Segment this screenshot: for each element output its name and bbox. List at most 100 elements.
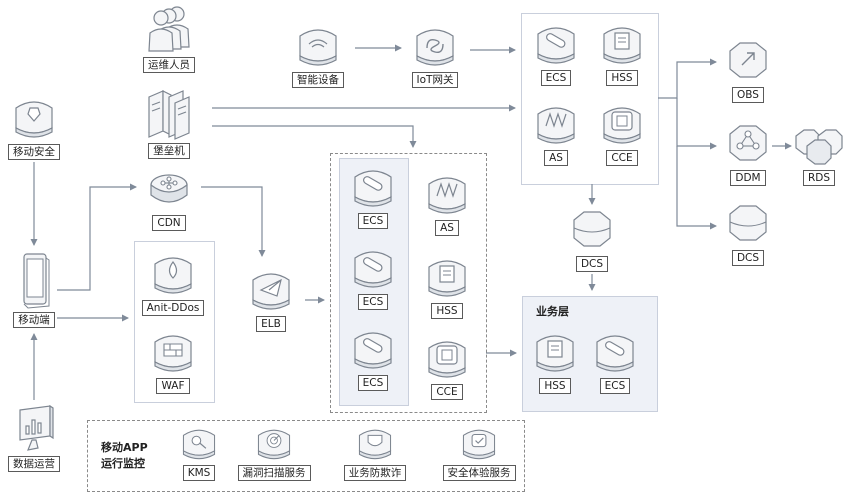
edge-cluster-to-obs <box>658 58 717 99</box>
mobile-terminal-label: 移动端 <box>13 312 55 328</box>
vuln-scan-label: 漏洞扫描服务 <box>237 465 311 481</box>
security-test-label: 安全体验服务 <box>442 465 516 481</box>
biz-ecs-node[interactable]: ECS <box>580 328 650 394</box>
vulnerability-scan-radar-icon <box>257 429 291 460</box>
anti-fraud-node[interactable]: 业务防欺诈 <box>340 425 410 481</box>
ecs-server-icon <box>354 332 392 369</box>
top-cce-label: CCE <box>606 150 638 166</box>
kms-node[interactable]: KMS <box>164 425 234 481</box>
kms-label: KMS <box>182 465 216 481</box>
ops-staff-label: 运维人员 <box>143 57 195 73</box>
key-management-icon <box>182 429 216 460</box>
top-hss-label: HSS <box>606 70 638 86</box>
cache-service-icon <box>573 211 611 247</box>
cdn-network-icon <box>150 174 188 203</box>
dcs-right-node[interactable]: DCS <box>713 200 783 266</box>
data-ops-node[interactable]: 数据运营 <box>0 402 69 472</box>
mobile-security-shield-icon <box>15 101 53 138</box>
mobile-terminal-node[interactable]: 移动端 <box>0 250 69 328</box>
smart-device-label: 智能设备 <box>292 72 344 88</box>
mobile-security-label: 移动安全 <box>8 144 60 160</box>
users-icon <box>148 6 190 52</box>
mid-ecs-2-node[interactable]: ECS <box>338 244 408 310</box>
top-cce-node[interactable]: CCE <box>587 100 657 166</box>
auto-scaling-icon <box>428 177 466 214</box>
waf-firewall-icon <box>154 335 192 372</box>
load-balancer-icon <box>252 273 290 310</box>
top-ecs-label: ECS <box>540 70 572 86</box>
host-security-icon <box>603 27 641 64</box>
host-security-icon <box>428 260 466 297</box>
cdn-node[interactable]: CDN <box>134 165 204 231</box>
edge-bastion-to-server-group <box>212 125 417 148</box>
data-ops-label: 数据运营 <box>8 456 60 472</box>
vuln-scan-node[interactable]: 漏洞扫描服务 <box>237 425 311 481</box>
bastion-label: 堡垒机 <box>148 143 190 159</box>
security-test-icon <box>462 429 496 460</box>
dcs-center-node[interactable]: DCS <box>557 206 627 272</box>
ops-staff-node[interactable]: 运维人员 <box>134 3 204 73</box>
mid-as-label: AS <box>435 220 459 236</box>
mid-cce-label: CCE <box>431 384 463 400</box>
ecs-server-icon <box>354 170 392 207</box>
mid-cce-node[interactable]: CCE <box>412 334 482 400</box>
app-monitor-dashed-group <box>87 420 525 492</box>
mid-ecs-2-label: ECS <box>357 294 389 310</box>
edge-cdn-to-elb <box>201 186 266 257</box>
mid-as-node[interactable]: AS <box>412 170 482 236</box>
top-as-label: AS <box>544 150 568 166</box>
cdn-label: CDN <box>152 215 186 231</box>
iot-gateway-node[interactable]: IoT网关 <box>400 22 470 88</box>
smartphone-icon <box>23 253 50 309</box>
auto-scaling-icon <box>537 107 575 144</box>
waf-label: WAF <box>156 378 190 394</box>
relational-db-icon <box>795 129 843 165</box>
rds-label: RDS <box>802 170 836 186</box>
anti-fraud-shield-icon <box>358 429 392 460</box>
top-hss-node[interactable]: HSS <box>587 20 657 86</box>
top-as-node[interactable]: AS <box>521 100 591 166</box>
ddm-node[interactable]: DDM <box>713 120 783 186</box>
iot-gateway-label: IoT网关 <box>411 72 459 88</box>
elb-node[interactable]: ELB <box>236 266 306 332</box>
anti-fraud-label: 业务防欺诈 <box>343 465 407 481</box>
app-server-dashed-group <box>330 153 487 413</box>
anti-ddos-label: Anit-DDos <box>141 300 205 316</box>
bastion-node[interactable]: 堡垒机 <box>134 87 204 159</box>
cache-service-icon <box>729 205 767 241</box>
smart-device-icon <box>299 29 337 66</box>
mid-ecs-1-label: ECS <box>357 213 389 229</box>
iot-gateway-icon <box>416 29 454 66</box>
monitor-chart-icon <box>19 404 54 451</box>
edge-cluster-to-ddm <box>676 98 717 150</box>
container-engine-icon <box>603 107 641 144</box>
biz-ecs-label: ECS <box>599 378 631 394</box>
obs-node[interactable]: OBS <box>713 37 783 103</box>
dcs-center-label: DCS <box>575 256 609 272</box>
edge-cluster-to-dcs-right <box>676 146 717 230</box>
anti-ddos-icon <box>154 257 192 294</box>
smart-device-node[interactable]: 智能设备 <box>283 22 353 88</box>
app-monitor-title-line1: 移动APP <box>101 441 148 454</box>
anti-ddos-node[interactable]: Anit-DDos <box>138 250 208 316</box>
ecs-server-icon <box>354 251 392 288</box>
ecs-server-icon <box>596 335 634 372</box>
ddm-label: DDM <box>730 170 766 186</box>
mobile-security-node[interactable]: 移动安全 <box>0 94 69 160</box>
top-ecs-node[interactable]: ECS <box>521 20 591 86</box>
elb-label: ELB <box>256 316 286 332</box>
biz-hss-node[interactable]: HSS <box>520 328 590 394</box>
distributed-db-icon <box>729 125 767 161</box>
obs-label: OBS <box>732 87 764 103</box>
security-test-node[interactable]: 安全体验服务 <box>442 425 516 481</box>
mid-ecs-3-node[interactable]: ECS <box>338 325 408 391</box>
mid-ecs-3-label: ECS <box>357 375 389 391</box>
mid-hss-node[interactable]: HSS <box>412 253 482 319</box>
waf-node[interactable]: WAF <box>138 328 208 394</box>
mid-hss-label: HSS <box>431 303 463 319</box>
business-layer-title: 业务层 <box>536 305 569 318</box>
mid-ecs-1-node[interactable]: ECS <box>338 163 408 229</box>
biz-hss-label: HSS <box>539 378 571 394</box>
rds-node[interactable]: RDS <box>784 120 850 186</box>
